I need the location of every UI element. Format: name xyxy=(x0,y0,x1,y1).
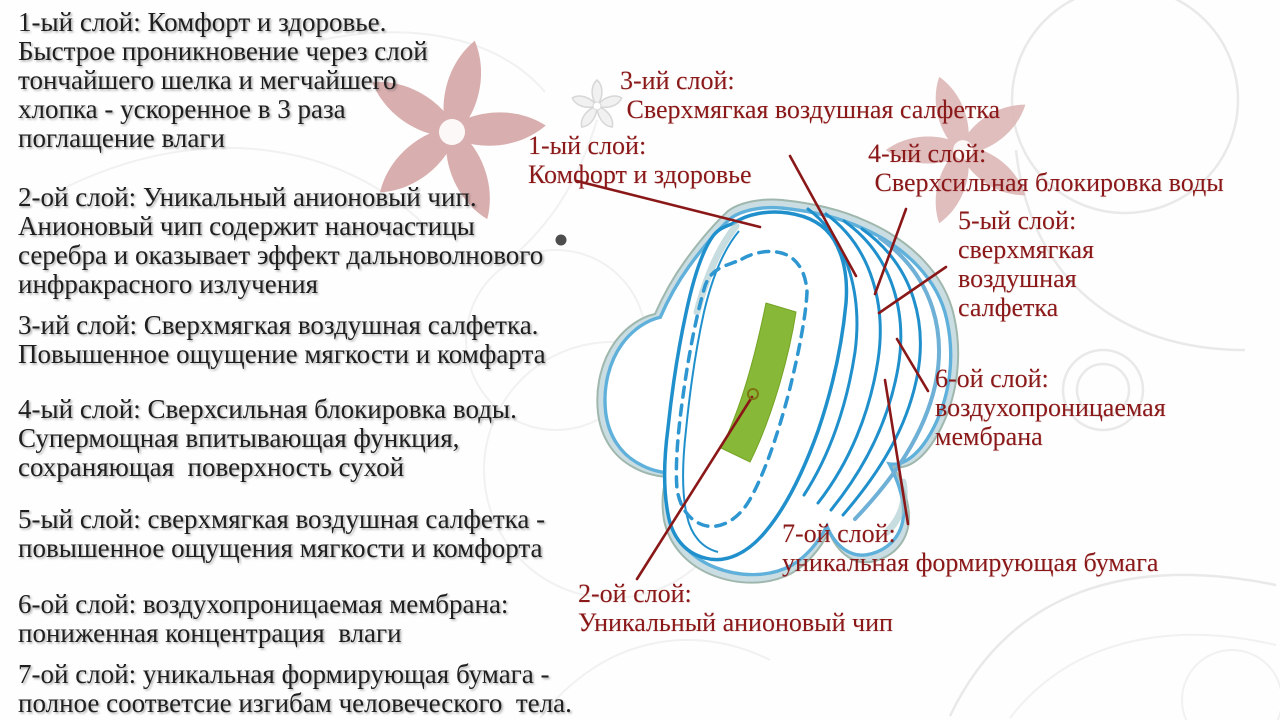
anion-chip-strip xyxy=(720,302,797,463)
callout-layer-4: 4-ый слой: Сверхсильная блокировка воды xyxy=(868,139,1224,197)
berry-decoration xyxy=(555,234,567,246)
callout-layer-3: 3-ий слой: Сверхмягкая воздушная салфетк… xyxy=(620,66,1001,124)
sanitary-pad xyxy=(596,198,960,584)
chip-marker-ring xyxy=(747,388,759,400)
leader-line-layer-4 xyxy=(873,207,908,296)
leader-line-layer-7 xyxy=(883,378,910,526)
leader-line-layer-3 xyxy=(788,154,858,278)
layer-description-4: 4-ый слой: Сверхсильная блокировка воды.… xyxy=(18,394,517,482)
leader-line-layer-1 xyxy=(575,179,762,229)
layer-description-2: 2-ой слой: Уникальный анионовый чип. Ани… xyxy=(18,182,544,299)
pad-body-inner-line xyxy=(682,230,740,553)
layer-description-3: 3-ий слой: Сверхмягкая воздушная салфетк… xyxy=(18,310,546,369)
small-flower-icon xyxy=(571,79,623,128)
callout-layer-1: 1-ый слой: Комфорт и здоровье xyxy=(528,131,752,189)
layer-description-1: 1-ый слой: Комфорт и здоровье. Быстрое п… xyxy=(18,7,428,153)
flower-decoration xyxy=(885,76,1026,224)
layer-description-7: 7-ой слой: уникальная формирующая бумага… xyxy=(18,659,572,718)
callout-layer-2: 2-ой слой: Уникальный анионовый чип xyxy=(578,579,893,637)
callout-layer-7: 7-ой слой: уникальная формирующая бумага xyxy=(782,519,1159,577)
leader-line-layer-2 xyxy=(635,395,754,581)
callout-layer-6: 6-ой слой: воздухопроницаемая мембрана xyxy=(935,364,1166,451)
layer-description-6: 6-ой слой: воздухопроницаемая мембрана: … xyxy=(18,589,509,648)
pad-edge-shading xyxy=(883,478,908,536)
layer-fan-line xyxy=(829,219,903,512)
layer-fan-line xyxy=(816,212,882,505)
pad-dashed-stitch xyxy=(674,249,809,528)
leader-lines xyxy=(575,154,948,581)
leader-line-layer-5 xyxy=(877,265,948,315)
layer-fan-line xyxy=(841,227,922,517)
flower-decoration xyxy=(372,40,546,220)
layer-description-5: 5-ый слой: сверхмягкая воздушная салфетк… xyxy=(18,504,546,563)
callout-layer-5: 5-ый слой: сверхмягкая воздушная салфетк… xyxy=(958,206,1095,322)
leader-line-layer-6 xyxy=(895,337,930,393)
layer-fan-line xyxy=(853,236,941,521)
